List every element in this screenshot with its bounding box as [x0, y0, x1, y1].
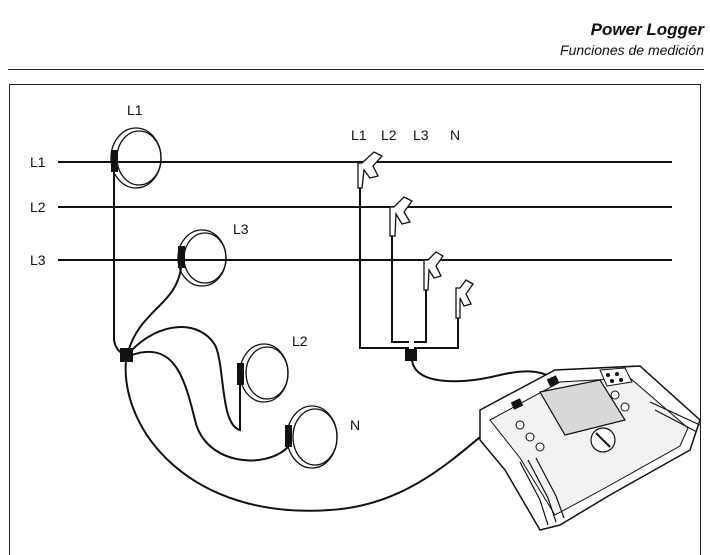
clasp-l3	[178, 246, 185, 268]
voltage-clamp-n	[455, 279, 474, 319]
header-rule	[8, 69, 704, 70]
flex-label-n: N	[350, 417, 360, 433]
clasp-l1	[111, 150, 118, 172]
line-label-l1: L1	[30, 154, 46, 170]
page-title: Power Logger	[590, 20, 704, 39]
device-connectors	[599, 367, 633, 387]
flex-label-l2: L2	[292, 333, 308, 349]
flex-loop-l1	[110, 127, 162, 189]
conductor-lines	[58, 161, 672, 261]
device-ridges	[519, 401, 701, 526]
voltage-leads	[359, 188, 556, 383]
device-screen	[539, 379, 626, 436]
flex-label-l3: L3	[233, 221, 249, 237]
clamp-label-n: N	[450, 127, 460, 143]
clasp-l2	[237, 363, 244, 385]
flex-clasps	[111, 150, 292, 447]
wiring-diagram: L1 L2 L3 L1 L3 L2 N	[30, 102, 701, 531]
flex-loop-l2	[239, 343, 289, 403]
power-logger-device	[479, 365, 701, 531]
clamp-label-l1: L1	[351, 127, 367, 143]
clamp-label-l2: L2	[381, 127, 397, 143]
voltage-clamp-l1	[357, 151, 384, 189]
flex-cables	[113, 172, 521, 512]
line-label-l2: L2	[30, 199, 46, 215]
flex-probe-loops	[110, 127, 338, 469]
device-buttons	[515, 390, 630, 452]
flex-loop-n	[286, 405, 338, 469]
device-knob	[590, 427, 616, 453]
flex-label-l1: L1	[127, 102, 143, 118]
voltage-clamp-l2	[389, 196, 413, 237]
figure-frame	[9, 84, 701, 555]
page-subtitle: Funciones de medición	[560, 42, 704, 58]
line-label-l3: L3	[30, 252, 46, 268]
flex-loop-l3	[177, 229, 227, 287]
voltage-clamp-l3	[423, 251, 444, 291]
clasp-n	[285, 425, 292, 447]
flex-junction	[120, 348, 133, 362]
voltage-clamps	[357, 151, 474, 319]
clamp-label-l3: L3	[413, 127, 429, 143]
device-plugs	[510, 375, 560, 410]
voltage-junction	[405, 349, 417, 361]
